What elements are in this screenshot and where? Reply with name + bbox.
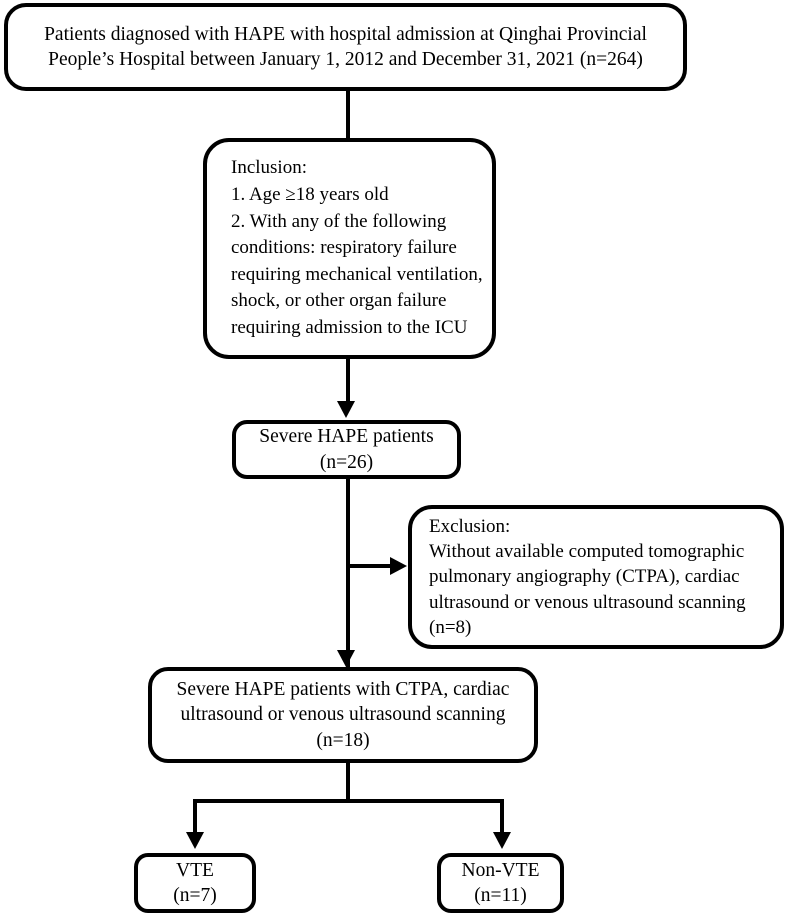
connector-source-to-inclusion [346,91,350,140]
node-severe-hape-patients: Severe HAPE patients (n=26) [232,420,461,479]
node-exclusion-criteria-line-2: Without available computed tomographic [429,541,745,563]
connector-split-horizontal [193,799,504,803]
node-inclusion-criteria-line-7: requiring admission to the ICU [231,316,468,338]
node-inclusion-criteria-line-4: conditions: respiratory failure [231,237,457,259]
node-vte-group: VTE (n=7) [134,853,256,913]
arrowhead-down-icon-to-vte [186,832,204,849]
node-severe-hape-patients-count: (n=26) [319,451,374,473]
connector-ctpa-cohort-to-vte [193,799,197,837]
node-exclusion-criteria-count: (n=8) [429,616,472,638]
node-non-vte-group-label: Non-VTE [461,859,540,881]
node-exclusion-criteria-line-1: Exclusion: [429,515,511,537]
node-source-population: Patients diagnosed with HAPE with hospit… [4,3,687,91]
node-inclusion-criteria-line-1: Inclusion: [231,157,307,179]
node-severe-hape-with-imaging-line-2: ultrasound or venous ultrasound scanning [180,704,506,726]
node-inclusion-criteria-line-5: requiring mechanical ventilation, [231,263,483,285]
node-severe-hape-with-imaging: Severe HAPE patients with CTPA, cardiac … [148,667,538,763]
node-inclusion-criteria-line-6: shock, or other organ failure [231,290,447,312]
node-inclusion-criteria-line-2: 1. Age ≥18 years old [231,184,389,206]
connector-severe-hape-trunk [346,477,350,671]
node-exclusion-criteria-line-3: pulmonary angiography (CTPA), cardiac [429,566,740,588]
connector-severe-hape-to-exclusion [346,564,390,568]
arrowhead-down-icon-inclusion-to-severe-hape [337,401,355,418]
node-source-population-line-2: People’s Hospital between January 1, 201… [48,49,643,70]
node-inclusion-criteria-line-3: 2. With any of the following [231,210,447,232]
arrowhead-down-icon-to-non-vte [493,832,511,849]
node-non-vte-group: Non-VTE (n=11) [437,853,564,913]
node-vte-group-label: VTE [176,859,214,881]
connector-ctpa-cohort-to-non-vte [500,799,504,837]
arrowhead-down-icon-severe-hape-to-ctpa-cohort [337,650,355,667]
node-vte-group-count: (n=7) [173,885,217,906]
node-severe-hape-patients-line-1: Severe HAPE patients [259,426,434,448]
node-severe-hape-with-imaging-count: (n=18) [316,729,370,751]
connector-inclusion-to-severe-hape [346,357,350,403]
node-non-vte-group-count: (n=11) [474,885,527,906]
arrowhead-right-icon-to-exclusion [390,557,407,575]
node-severe-hape-with-imaging-line-1: Severe HAPE patients with CTPA, cardiac [176,678,510,700]
node-exclusion-criteria: Exclusion: Without available computed to… [408,505,784,649]
node-exclusion-criteria-line-4: ultrasound or venous ultrasound scanning [429,591,746,613]
node-inclusion-criteria: Inclusion: 1. Age ≥18 years old 2. With … [203,138,496,359]
connector-ctpa-cohort-stem [346,761,350,803]
node-source-population-line-1: Patients diagnosed with HAPE with hospit… [44,23,647,45]
